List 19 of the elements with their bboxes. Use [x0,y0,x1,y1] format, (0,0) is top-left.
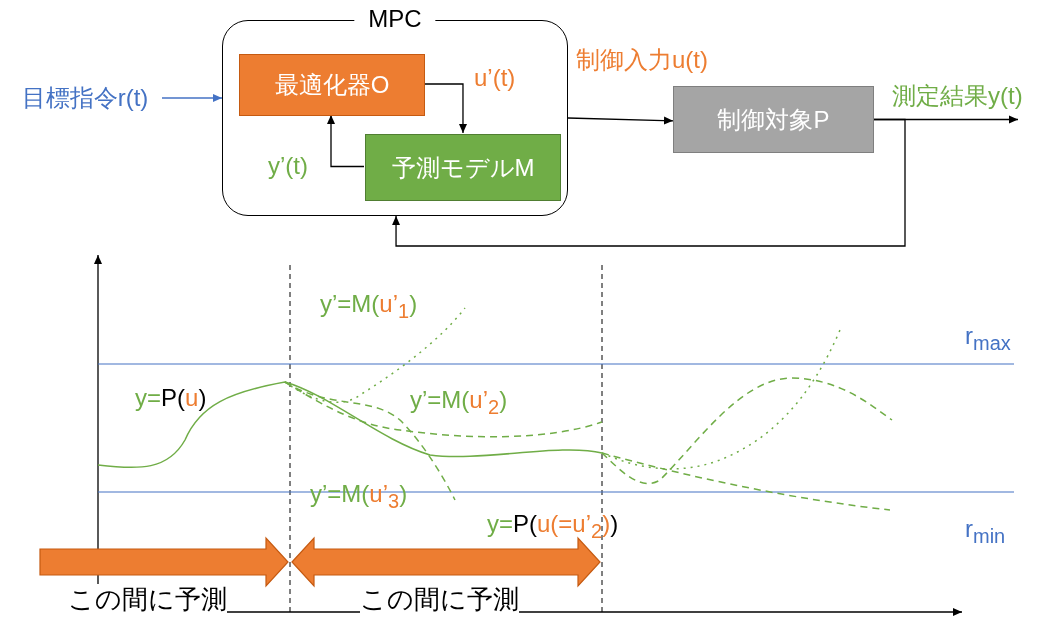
input-label: 目標指令r(t) [8,80,162,116]
curve-label: y’=M(u’$_{2}$) [410,386,508,419]
arrow [567,116,674,125]
edge-label: 測定結果y(t) [892,80,1023,112]
limit-label: r$_{max}$ [965,322,1011,355]
period-label: この間に予測 [360,584,519,616]
process-box: 最適化器O [239,54,425,116]
curve-label: y=P(u) [135,384,207,413]
curve-label: y’=M(u’$_{3}$) [310,480,408,513]
curve-label: y’=M(u’$_{1}$) [320,290,418,323]
process-box: 予測モデルM [365,134,561,201]
arrow [327,114,365,168]
curve-label: y=P(u(=u’$_{2}$)) [487,510,619,543]
arrow [161,94,223,102]
limit-label: r$_{min}$ [965,515,1006,548]
arrow [423,83,467,134]
period-label: この間に予測 [68,584,227,616]
process-box: 制御対象P [673,86,874,153]
arrow [392,118,906,247]
